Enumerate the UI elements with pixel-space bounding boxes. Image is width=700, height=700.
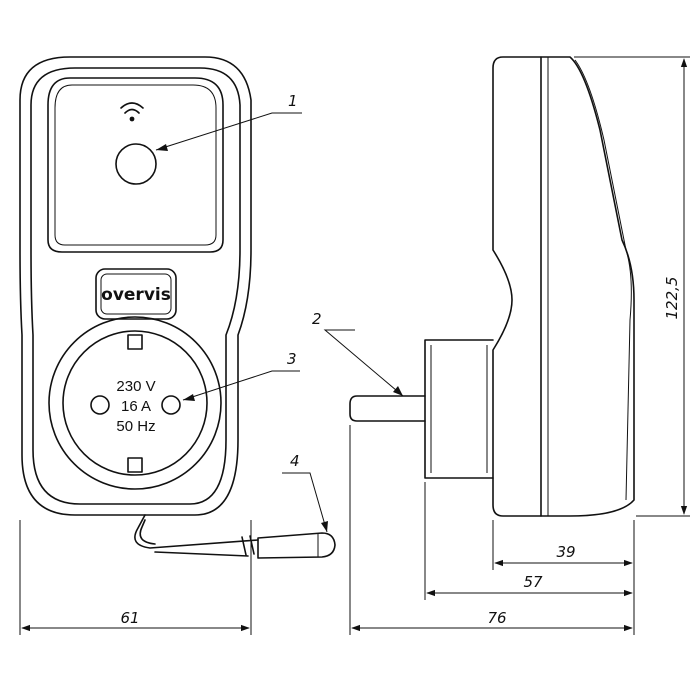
front-view: overvis 230 V 16 A 50 Hz <box>19 56 336 559</box>
brand-logo: overvis <box>101 285 171 305</box>
dim-depth-socket: 57 <box>523 573 543 591</box>
plug-pin <box>349 395 426 422</box>
dim-height: 122,5 <box>663 277 681 320</box>
control-button <box>115 143 157 185</box>
front-panel <box>47 77 224 253</box>
rating-current: 16 A <box>121 398 151 415</box>
rating-voltage: 230 V <box>116 378 155 395</box>
logo-plate-outer <box>95 268 177 320</box>
dimensions: 61 39 57 76 122,5 <box>19 56 690 635</box>
sensor-cable <box>134 514 259 549</box>
dim-width: 61 <box>120 609 139 627</box>
side-adapter <box>424 339 494 479</box>
socket-outer-ring <box>48 316 222 490</box>
callout-1: 1 <box>288 92 298 110</box>
earth-clip-bottom <box>127 457 143 473</box>
dim-depth-body: 39 <box>556 543 575 561</box>
side-contour <box>574 59 632 501</box>
socket-recess <box>62 330 208 476</box>
socket-hole-right <box>161 395 181 415</box>
callout-4: 4 <box>290 452 300 470</box>
housing-inner-outline <box>30 67 241 505</box>
logo-plate-inner <box>100 273 172 315</box>
socket-hole-left <box>90 395 110 415</box>
wifi-icon <box>120 102 144 122</box>
side-body <box>492 56 635 517</box>
sensor-probe <box>257 532 336 559</box>
housing-outline <box>19 56 252 516</box>
earth-clip-top <box>127 334 143 350</box>
dim-depth-plug: 76 <box>487 609 506 627</box>
callout-3: 3 <box>287 350 297 368</box>
rating-frequency: 50 Hz <box>116 418 155 435</box>
side-view <box>349 56 635 517</box>
front-panel-inner <box>54 84 217 246</box>
callouts: 1 2 3 4 <box>155 92 404 533</box>
cable-break <box>241 535 255 556</box>
callout-2: 2 <box>312 310 322 328</box>
